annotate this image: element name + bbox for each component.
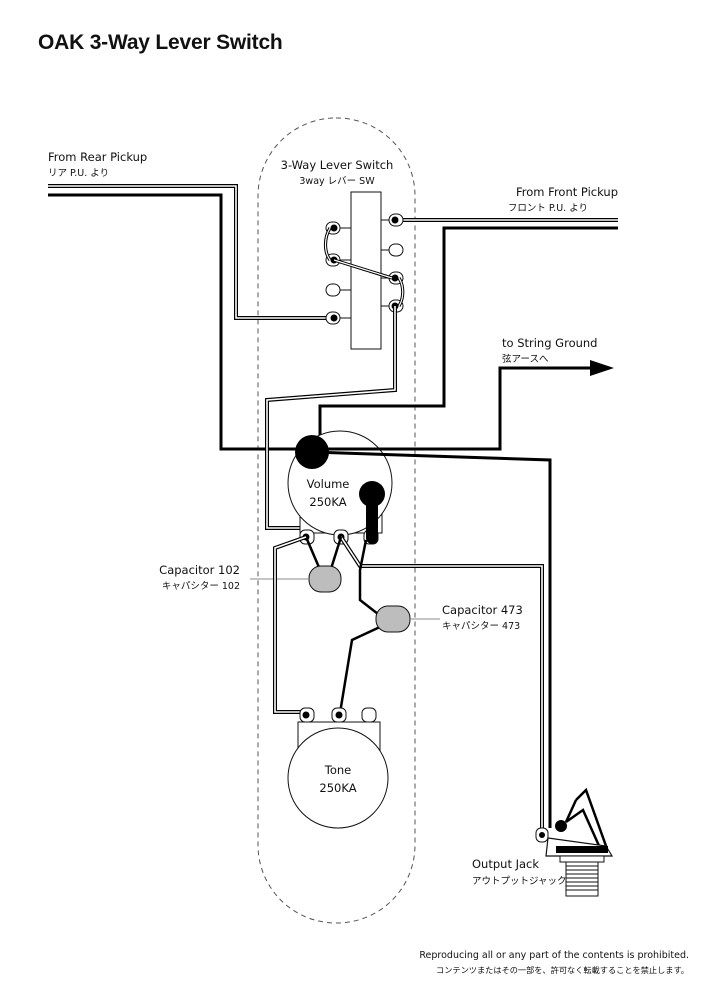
volume-value-label: 250KA [309,495,346,509]
string-ground-label-jp: 弦アースへ [502,353,549,365]
output-jack [535,787,614,897]
three-way-lever-switch [323,191,405,350]
rear-pickup-label-jp: リア P.U. より [48,168,109,179]
control-cavity-outline [257,117,416,924]
volume-ground-solder [295,435,329,469]
volume-name-label: Volume [307,477,350,491]
rear-pickup-label: From Rear Pickup [48,150,147,164]
tone-name-label: Tone [324,763,351,777]
capacitor-102 [250,536,343,593]
volume-to-tone-wire [273,535,307,714]
page-title: OAK 3-Way Lever Switch [38,31,283,54]
capacitor-102-label-jp: キャパシター 102 [162,581,240,592]
switch-to-volume-wire [265,306,397,530]
copyright-notice-jp: コンテンツまたはその一部を、許可なく転載することを禁止します。 [436,965,689,975]
ground-wires [295,360,614,828]
capacitor-473-label: Capacitor 473 [442,603,523,617]
switch-label: 3-Way Lever Switch [281,158,394,172]
hot-output-wire [339,535,544,828]
capacitor-102-label: Capacitor 102 [159,563,240,577]
string-ground-arrow [590,360,614,376]
capacitor-473 [338,539,440,714]
output-jack-label: Output Jack [472,857,539,871]
copyright-notice: Reproducing all or any part of the conte… [419,950,689,961]
front-pickup-label-jp: フロント P.U. より [508,203,588,214]
front-pickup-label: From Front Pickup [516,185,618,199]
string-ground-label: to String Ground [502,336,597,350]
tone-value-label: 250KA [319,781,356,795]
rear-pickup-wires [48,184,336,451]
switch-label-jp: 3way レバー SW [299,176,375,187]
tone-pot: Tone 250KA [287,707,389,829]
capacitor-473-label-jp: キャパシター 473 [442,621,520,632]
front-pickup-wires [318,218,618,449]
output-jack-label-jp: アウトプットジャック [472,876,567,887]
